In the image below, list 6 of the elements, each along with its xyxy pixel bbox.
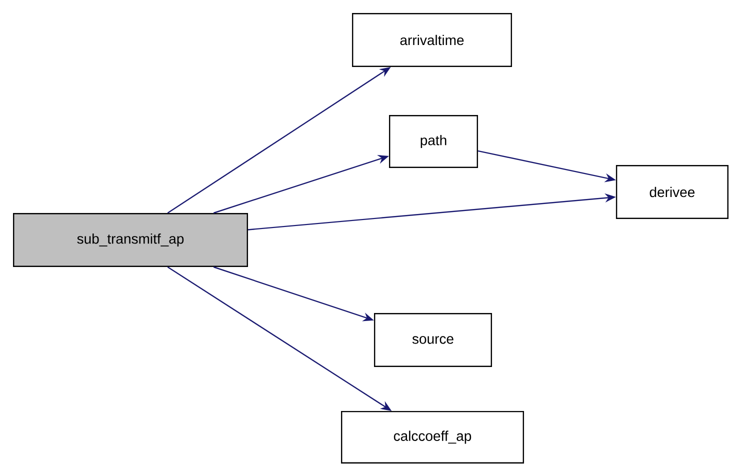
function-box: sub_transmitf_ap — [13, 213, 248, 267]
function-box: arrivaltime — [352, 13, 512, 67]
function-box: path — [389, 115, 478, 168]
function-box: derivee — [616, 165, 728, 219]
function-box: calccoeff_ap — [341, 410, 524, 464]
function-box: source — [374, 313, 492, 367]
